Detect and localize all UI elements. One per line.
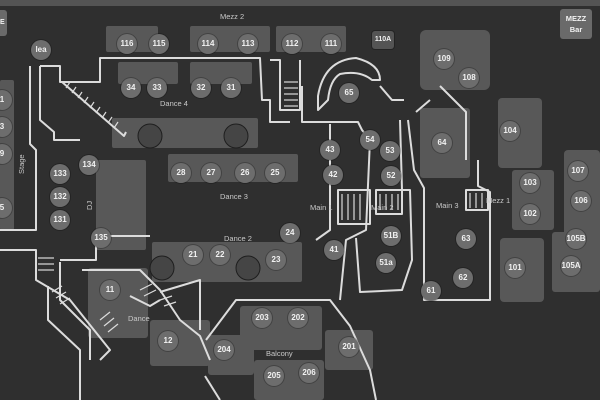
table-marker[interactable]: 64 — [432, 133, 452, 153]
zone-label-main1: Main 1 — [310, 203, 333, 212]
table-marker[interactable]: 135 — [91, 228, 111, 248]
table-marker[interactable]: 41 — [324, 240, 344, 260]
table-marker[interactable]: 43 — [320, 140, 340, 160]
zone-label-mezz1: Mezz 1 — [486, 196, 511, 205]
zone-label-main3: Main 3 — [436, 201, 459, 210]
table-marker[interactable]: 62 — [453, 268, 473, 288]
mezz-bar-label-line2: Bar — [569, 25, 583, 34]
table-marker[interactable]: 9 — [0, 144, 12, 164]
zone-label-balcony: Balcony — [266, 349, 293, 358]
table-marker[interactable]: 132 — [50, 187, 70, 207]
table-marker[interactable]: 27 — [201, 163, 221, 183]
zone-label-dance2: Dance 2 — [224, 234, 252, 243]
table-marker[interactable]: 103 — [520, 173, 540, 193]
table-marker[interactable]: 134 — [79, 155, 99, 175]
table-marker[interactable]: 21 — [183, 245, 203, 265]
table-marker[interactable]: 202 — [288, 308, 308, 328]
table-marker[interactable]: 65 — [339, 83, 359, 103]
table-marker[interactable]: 203 — [252, 308, 272, 328]
table-marker[interactable]: 26 — [235, 163, 255, 183]
table-marker[interactable]: 3 — [0, 117, 12, 137]
table-marker[interactable]: 109 — [434, 49, 454, 69]
table-marker[interactable]: 105A — [561, 256, 581, 276]
table-marker[interactable]: 104 — [500, 121, 520, 141]
zone-label-dance3: Dance 3 — [220, 192, 248, 201]
table-marker[interactable]: 63 — [456, 229, 476, 249]
table-marker[interactable]: 53 — [380, 141, 400, 161]
table-marker[interactable]: 112 — [282, 34, 302, 54]
zone-label-dj: DJ — [85, 200, 94, 210]
table-marker[interactable]: 22 — [210, 245, 230, 265]
table-marker[interactable]: 12 — [158, 331, 178, 351]
table-marker[interactable]: 204 — [214, 340, 234, 360]
table-marker[interactable]: 25 — [265, 163, 285, 183]
table-marker[interactable]: 24 — [280, 223, 300, 243]
table-marker[interactable]: 131 — [50, 210, 70, 230]
table-marker[interactable]: 51a — [376, 253, 396, 273]
table-marker[interactable]: 108 — [459, 68, 479, 88]
table-marker[interactable]: 11 — [100, 280, 120, 300]
table-marker[interactable]: 32 — [191, 78, 211, 98]
table-marker[interactable]: 201 — [339, 337, 359, 357]
table-marker[interactable]: 23 — [266, 250, 286, 270]
mezz-bar-button[interactable]: MEZZ Bar — [560, 9, 592, 39]
table-marker[interactable]: 61 — [421, 281, 441, 301]
table-marker[interactable]: 206 — [299, 363, 319, 383]
top-bar — [0, 0, 600, 6]
zone-label-main2: Main 2 — [371, 203, 394, 212]
table-marker[interactable]: 31 — [221, 78, 241, 98]
mezz-bar-label-line1: MEZZ — [565, 14, 587, 23]
table-marker[interactable]: 102 — [520, 204, 540, 224]
table-marker[interactable]: 52 — [381, 166, 401, 186]
table-marker[interactable]: 114 — [198, 34, 218, 54]
table-marker[interactable]: 113 — [238, 34, 258, 54]
table-marker[interactable]: 205 — [264, 366, 284, 386]
table-marker[interactable]: 133 — [50, 164, 70, 184]
table-marker[interactable]: 107 — [568, 161, 588, 181]
zone-label-stage: Stage — [17, 154, 26, 174]
table-marker[interactable]: 54 — [360, 130, 380, 150]
table-marker[interactable]: 115 — [149, 34, 169, 54]
zone-label-dance4: Dance 4 — [160, 99, 188, 108]
table-marker[interactable]: 42 — [323, 165, 343, 185]
table-marker[interactable]: 28 — [171, 163, 191, 183]
table-marker[interactable]: 1 — [0, 90, 12, 110]
table-marker[interactable]: 51B — [381, 226, 401, 246]
table-marker[interactable]: 33 — [147, 78, 167, 98]
table-marker[interactable]: 105B — [566, 229, 586, 249]
left-edge-button[interactable]: E — [0, 10, 7, 36]
table-marker[interactable]: 111 — [321, 34, 341, 54]
table-marker[interactable]: lea — [31, 40, 51, 60]
table-marker[interactable]: 101 — [505, 258, 525, 278]
table-marker[interactable]: 106 — [571, 191, 591, 211]
table-marker[interactable]: 5 — [0, 198, 12, 218]
zone-label-mezz2: Mezz 2 — [220, 12, 245, 21]
zone-label-dance1: Dance — [128, 314, 150, 323]
table-marker[interactable]: 110A — [372, 31, 394, 49]
table-marker[interactable]: 116 — [117, 34, 137, 54]
table-marker[interactable]: 34 — [121, 78, 141, 98]
